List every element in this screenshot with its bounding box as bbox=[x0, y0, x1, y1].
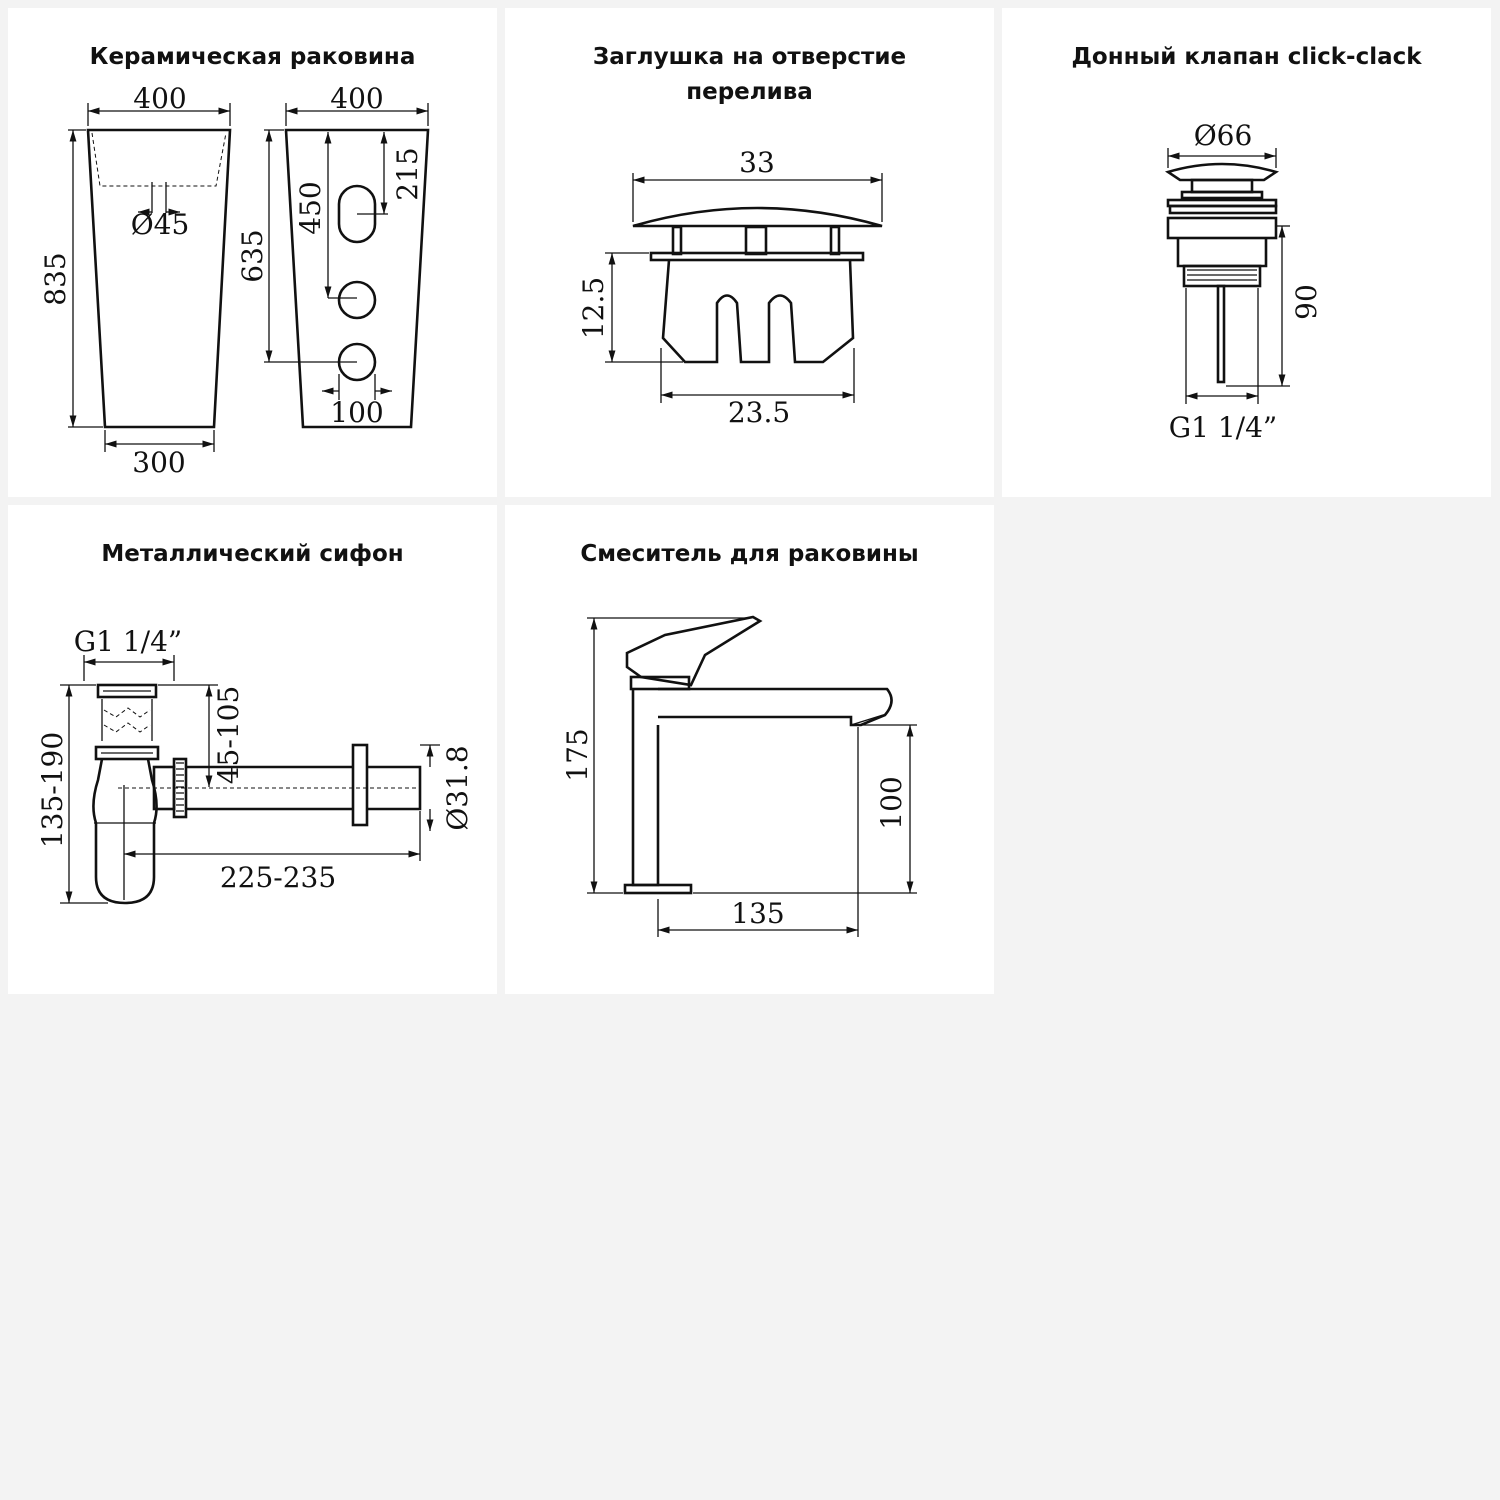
top-nut bbox=[96, 683, 158, 699]
dim-hole-spacing: 100 bbox=[330, 396, 383, 429]
siphon-drawing: G1 1/4” 45-105 135-190 Ø31.8 225-235 bbox=[36, 625, 474, 905]
cap-dome bbox=[632, 206, 883, 228]
dim-hole-450: 450 bbox=[294, 181, 327, 234]
dim-body-width: 23.5 bbox=[728, 396, 790, 429]
dim-height: 175 bbox=[561, 728, 594, 781]
dim-height: 12.5 bbox=[577, 277, 610, 339]
card-basin-mixer: Смеситель для раковины 175 100 135 bbox=[505, 505, 994, 994]
dim-cap-diameter: Ø66 bbox=[1194, 119, 1253, 152]
dim-spout-reach: 135 bbox=[731, 897, 784, 930]
mixer-base bbox=[623, 883, 693, 895]
basin-side-outline bbox=[284, 128, 430, 429]
card-title: Металлический сифон bbox=[101, 541, 404, 567]
drain-valve-drawing: Ø66 90 G1 1/4” bbox=[1164, 119, 1323, 444]
dim-side-height: 635 bbox=[236, 229, 269, 282]
mixer-spout bbox=[658, 687, 893, 727]
dim-adjust: 45-105 bbox=[212, 686, 245, 785]
mixer-handle bbox=[625, 615, 763, 687]
card-metal-siphon: Металлический сифон bbox=[8, 505, 497, 994]
dim-height: 90 bbox=[1290, 284, 1323, 320]
dim-length: 225-235 bbox=[220, 861, 336, 894]
outlet-pipe bbox=[186, 765, 353, 811]
dim-cap-width: 33 bbox=[739, 146, 775, 179]
overflow-cap-drawing: 33 12.5 23.5 bbox=[577, 146, 883, 429]
drain-cap bbox=[1164, 162, 1280, 182]
siphon-bottle bbox=[92, 758, 158, 905]
dim-height: 135-190 bbox=[36, 732, 69, 848]
basin-drawing: 400 835 Ø45 300 400 635 450 215 100 bbox=[39, 82, 430, 479]
card-title: Смеситель для раковины bbox=[580, 541, 919, 567]
dim-thread: G1 1/4” bbox=[74, 625, 182, 658]
dim-drain-diameter: Ø45 bbox=[131, 208, 190, 241]
dim-spout-height: 100 bbox=[875, 776, 908, 829]
dim-bottom-width: 300 bbox=[132, 446, 185, 479]
dim-height-total: 835 bbox=[39, 252, 72, 305]
dim-pipe-diameter: Ø31.8 bbox=[441, 745, 474, 830]
mixer-drawing: 175 100 135 bbox=[561, 615, 917, 937]
card-title: Донный клапан click-clack bbox=[1071, 44, 1422, 70]
dim-top-width-side: 400 bbox=[330, 82, 383, 115]
card-ceramic-basin: Керамическая раковина 400 835 Ø45 300 bbox=[8, 8, 497, 497]
cap-body bbox=[661, 259, 855, 364]
card-click-clack-drain: Донный клапан click-clack Ø66 90 G1 1/4” bbox=[1002, 8, 1491, 497]
card-title: Заглушка на отверстие перелива bbox=[592, 44, 907, 105]
card-title: Керамическая раковина bbox=[89, 44, 416, 70]
drain-stem bbox=[1216, 284, 1226, 384]
lower-nut bbox=[94, 745, 160, 761]
mixer-body bbox=[631, 689, 660, 887]
basin-front-outline bbox=[86, 128, 232, 429]
drain-body bbox=[1176, 238, 1268, 268]
dim-hole-215: 215 bbox=[391, 147, 424, 200]
dim-thread: G1 1/4” bbox=[1169, 411, 1277, 444]
dim-top-width-front: 400 bbox=[133, 82, 186, 115]
card-overflow-cap: Заглушка на отверстие перелива 33 12.5 2… bbox=[505, 8, 994, 497]
